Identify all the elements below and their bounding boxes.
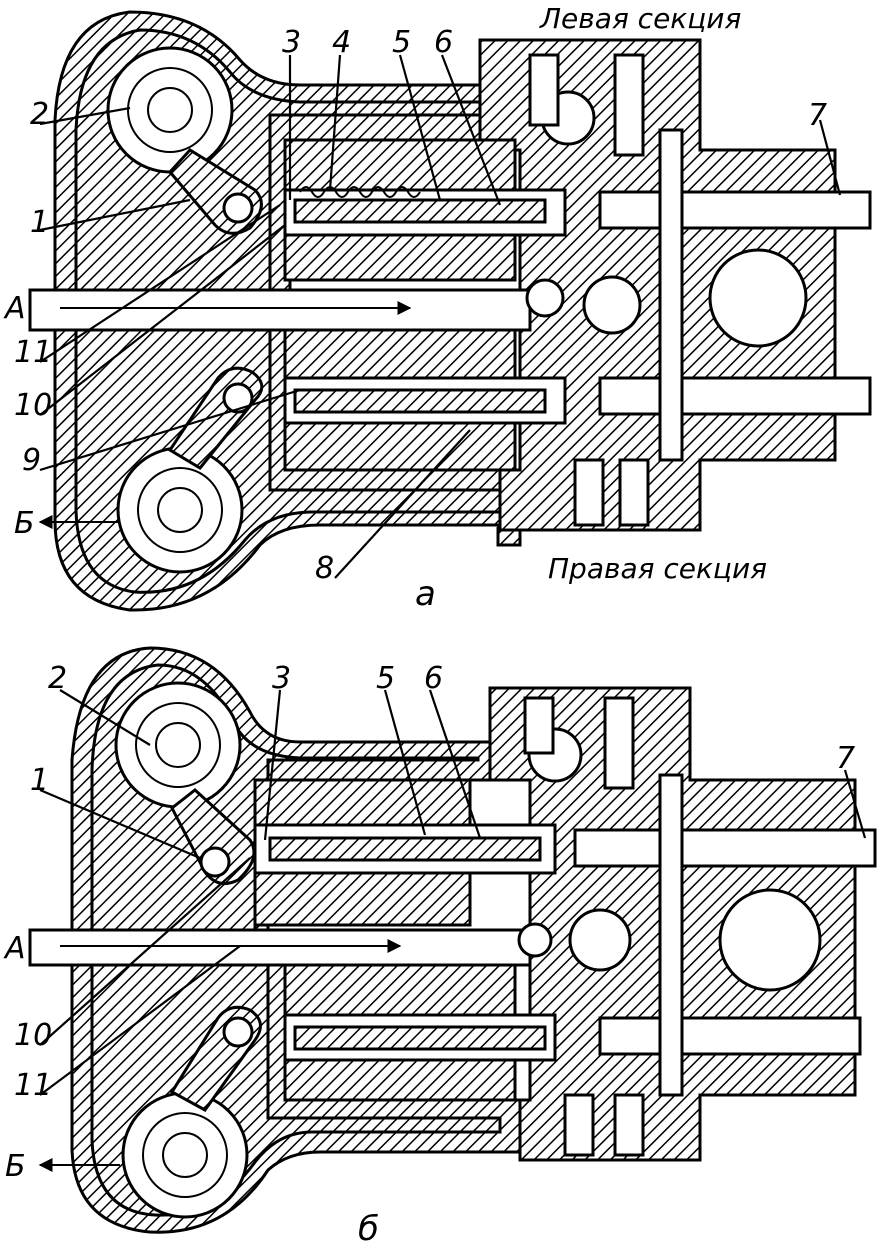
- label-2-b: 2: [48, 661, 67, 696]
- label-11-b: 11: [14, 1068, 52, 1103]
- label-3-b: 3: [272, 661, 291, 696]
- leaders-a: [39, 54, 842, 579]
- labels-b: б 2 3 5 6 1 7 А 10 11 Б: [3, 661, 855, 1246]
- label-9-a: 9: [22, 443, 41, 478]
- label-7-b: 7: [836, 741, 855, 776]
- label-11-a: 11: [14, 335, 52, 370]
- labels-a: Левая секция Правая секция а 2 1 3 4 5 6…: [3, 2, 827, 614]
- plunger-upper-2-b: [603, 696, 635, 790]
- vertical-shaft-b: [658, 773, 684, 1097]
- diagram-b: [28, 646, 877, 1234]
- label-B-b: Б: [5, 1149, 26, 1184]
- label-B-a: Б: [14, 506, 35, 541]
- rod-bottom-b: [598, 1016, 862, 1056]
- ball-valve-2-b: [568, 908, 632, 972]
- inlet-channel-a: [28, 288, 532, 332]
- piston-top-a: [293, 198, 547, 224]
- ball-valve-2-a: [582, 275, 642, 335]
- caption-b: б: [358, 1209, 379, 1246]
- label-6-a: 6: [434, 25, 453, 60]
- plunger-lower-2-a: [618, 458, 650, 527]
- caption-a: а: [415, 574, 436, 614]
- cam-top-a: [106, 46, 263, 235]
- ball-valve-3-b: [517, 922, 553, 958]
- vertical-shaft-a: [658, 128, 684, 462]
- cam-top-b: [114, 681, 256, 886]
- label-1-b: 1: [30, 763, 49, 798]
- label-4-a: 4: [332, 25, 351, 60]
- rod-bottom-a: [598, 376, 872, 416]
- ball-valve-large-b: [718, 888, 822, 992]
- piston-bottom-a: [293, 388, 547, 414]
- label-A-a: А: [3, 291, 26, 326]
- plunger-upper-2-a: [613, 53, 645, 157]
- spring-top-a: [299, 186, 421, 198]
- label-7-a: 7: [808, 98, 827, 133]
- label-1-a: 1: [30, 205, 49, 240]
- leaders-b: [39, 689, 867, 1096]
- section-right-label: Правая секция: [548, 552, 767, 585]
- piston-top-b: [268, 836, 542, 862]
- label-3-a: 3: [282, 25, 301, 60]
- label-10-b: 10: [14, 1018, 52, 1053]
- rod-top-a: [598, 190, 872, 230]
- plunger-lower-b: [563, 1093, 595, 1157]
- section-left-label: Левая секция: [539, 2, 741, 35]
- label-A-b: А: [3, 931, 26, 966]
- ball-valve-3-a: [525, 278, 565, 318]
- piston-bottom-b: [293, 1025, 547, 1051]
- label-8-a: 8: [315, 551, 334, 586]
- cam-bottom-a: [116, 366, 264, 574]
- cam-bottom-b: [121, 1005, 262, 1219]
- rod-top-b: [573, 828, 877, 868]
- ball-valve-large-a: [708, 248, 808, 348]
- label-6-b: 6: [424, 661, 443, 696]
- label-2-a: 2: [30, 97, 49, 132]
- label-5-b: 5: [376, 661, 395, 696]
- label-10-a: 10: [14, 388, 52, 423]
- plunger-upper-a: [528, 53, 560, 127]
- diagram-a: [28, 10, 872, 612]
- plunger-upper-b: [523, 696, 555, 755]
- inlet-channel-b: [28, 928, 532, 967]
- plunger-lower-2-b: [613, 1093, 645, 1157]
- plunger-lower-a: [573, 458, 605, 527]
- label-5-a: 5: [392, 25, 411, 60]
